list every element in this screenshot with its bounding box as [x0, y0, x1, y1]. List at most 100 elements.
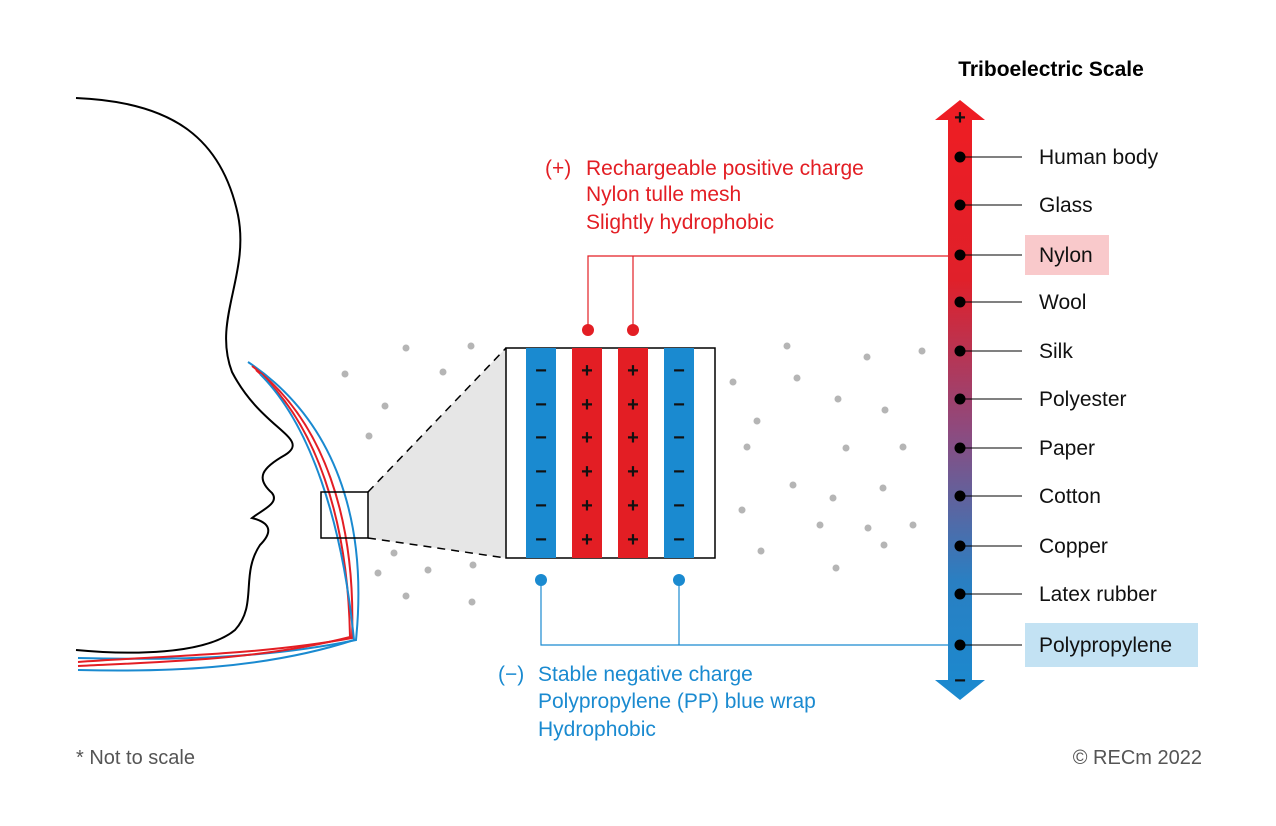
scale-item-glass: Glass — [1039, 194, 1093, 217]
negative-charge-sign: − — [673, 394, 685, 416]
positive-charge-sign: + — [627, 461, 639, 483]
negative-charge-sign: − — [673, 495, 685, 517]
negative-charge-sign: − — [535, 461, 547, 483]
connector-lines — [535, 255, 960, 646]
positive-charge-sign: + — [627, 529, 639, 551]
particle-dot — [341, 370, 349, 378]
particle-dot — [381, 402, 389, 410]
particle-dot — [402, 344, 410, 352]
particle-dot — [467, 342, 475, 350]
positive-charge-sign: + — [581, 427, 593, 449]
positive-node — [582, 324, 594, 336]
particle-dot — [374, 569, 382, 577]
particle-dot — [424, 566, 432, 574]
scale-item-cotton: Cotton — [1039, 485, 1101, 508]
particle-dot — [864, 524, 872, 532]
scale-marker-silk — [954, 345, 966, 357]
particle-dot — [365, 432, 373, 440]
particle-dot — [469, 561, 477, 569]
copyright-note: © RECm 2022 — [1073, 747, 1202, 769]
positive-charge-sign: + — [581, 495, 593, 517]
negative-note-line: Hydrophobic — [538, 718, 656, 741]
positive-note-line: Rechargeable positive charge — [586, 157, 864, 180]
scale-item-paper: Paper — [1039, 437, 1095, 460]
particle-dot — [880, 541, 888, 549]
nylon-layer-left — [572, 348, 602, 558]
particle-dot — [468, 598, 476, 606]
scale-item-nylon: Nylon — [1039, 244, 1093, 267]
layer-detail-box: −−−−−−++++++++++++−−−−−− — [505, 347, 716, 559]
scale-marker-human-body — [954, 151, 966, 163]
positive-note: (+) Rechargeable positive charge Nylon t… — [545, 157, 864, 234]
scale-marker-copper — [954, 540, 966, 552]
aerosol-particles — [341, 342, 926, 606]
particle-dot — [881, 406, 889, 414]
scale-marker-glass — [954, 199, 966, 211]
particle-dot — [863, 353, 871, 361]
scale-item-wool: Wool — [1039, 291, 1086, 314]
negative-charge-sign: − — [673, 427, 685, 449]
scale-marker-wool — [954, 296, 966, 308]
negative-charge-sign: − — [535, 360, 547, 382]
scale-item-silk: Silk — [1039, 340, 1073, 363]
nylon-layer-right — [618, 348, 648, 558]
scale-title: Triboelectric Scale — [958, 58, 1144, 81]
scale-item-human-body: Human body — [1039, 146, 1159, 169]
particle-dot — [757, 547, 765, 555]
nylon-highlight — [1025, 235, 1109, 275]
particle-dot — [832, 564, 840, 572]
negative-note: (−) Stable negative charge Polypropylene… — [498, 663, 816, 741]
positive-charge-sign: + — [581, 394, 593, 416]
negative-note-line: Polypropylene (PP) blue wrap — [538, 690, 816, 713]
particle-dot — [789, 481, 797, 489]
positive-charge-sign: + — [581, 360, 593, 382]
particle-dot — [899, 443, 907, 451]
positive-note-prefix: (+) — [545, 157, 571, 180]
scale-plus-sign: + — [954, 107, 966, 129]
positive-node — [627, 324, 639, 336]
scale-item-polypropylene: Polypropylene — [1039, 634, 1172, 657]
positive-charge-sign: + — [627, 495, 639, 517]
negative-node — [535, 574, 547, 586]
negative-charge-sign: − — [535, 427, 547, 449]
particle-dot — [829, 494, 837, 502]
pp-layer-left — [526, 348, 556, 558]
particle-dot — [402, 592, 410, 600]
particle-dot — [918, 347, 926, 355]
positive-charge-sign: + — [581, 461, 593, 483]
negative-note-line: Stable negative charge — [538, 663, 753, 686]
positive-charge-sign: + — [627, 394, 639, 416]
particle-dot — [793, 374, 801, 382]
particle-dot — [834, 395, 842, 403]
negative-charge-sign: − — [535, 529, 547, 551]
polypropylene-highlight — [1025, 623, 1198, 667]
scale-marker-nylon — [954, 249, 966, 261]
particle-dot — [842, 444, 850, 452]
positive-charge-sign: + — [627, 427, 639, 449]
negative-node — [673, 574, 685, 586]
face-profile — [75, 97, 294, 654]
negative-charge-sign: − — [673, 461, 685, 483]
particle-dot — [753, 417, 761, 425]
mask-layers — [77, 361, 360, 672]
pp-layer-right — [664, 348, 694, 558]
particle-dot — [390, 549, 398, 557]
negative-charge-sign: − — [673, 360, 685, 382]
triboelectric-scale: Triboelectric Scale + − Human bodyGlassN… — [935, 58, 1198, 700]
scale-item-latex-rubber: Latex rubber — [1039, 583, 1157, 606]
positive-charge-sign: + — [581, 529, 593, 551]
scale-item-polyester: Polyester — [1039, 388, 1127, 411]
positive-note-line: Nylon tulle mesh — [586, 183, 741, 206]
scale-marker-polypropylene — [954, 639, 966, 651]
negative-charge-sign: − — [673, 529, 685, 551]
particle-dot — [743, 443, 751, 451]
not-to-scale-note: * Not to scale — [76, 747, 195, 769]
particle-dot — [816, 521, 824, 529]
scale-marker-cotton — [954, 490, 966, 502]
particle-dot — [783, 342, 791, 350]
particle-dot — [439, 368, 447, 376]
scale-minus-sign: − — [954, 670, 966, 692]
particle-dot — [909, 521, 917, 529]
particle-dot — [738, 506, 746, 514]
zoom-callout — [320, 347, 507, 559]
